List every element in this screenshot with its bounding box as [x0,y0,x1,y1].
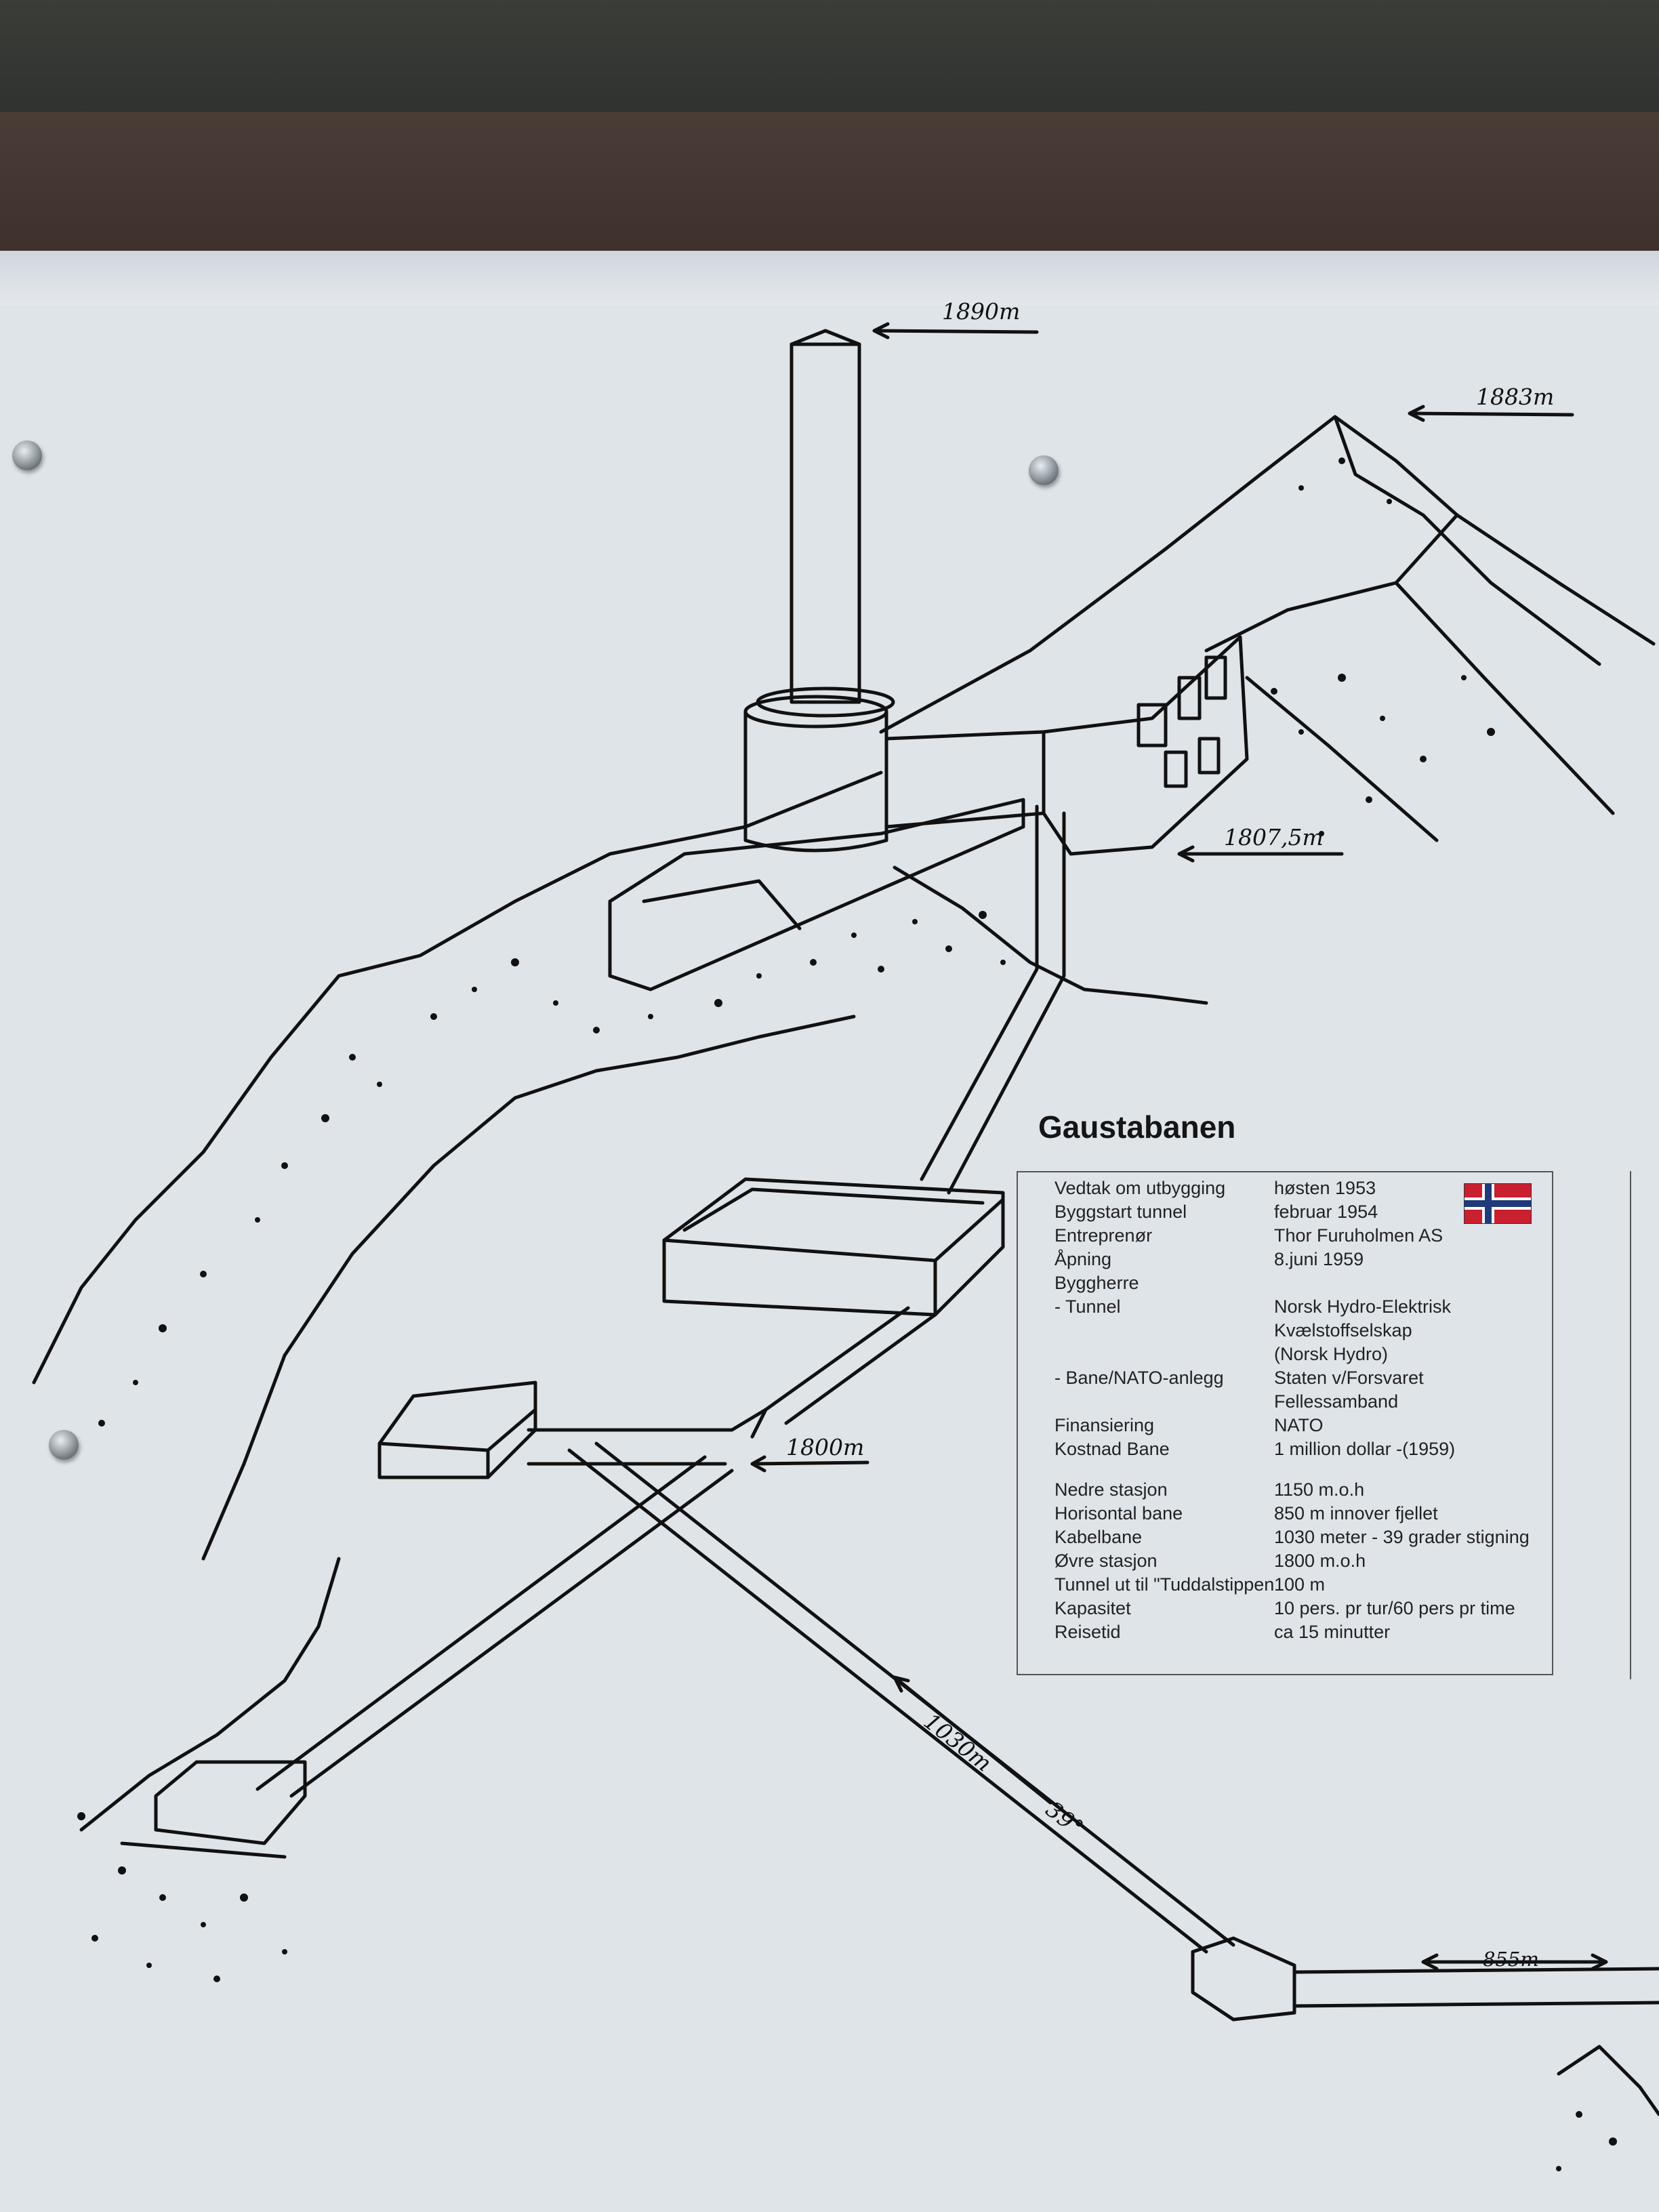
arrow-1890 [872,322,1039,340]
info-table [1017,1171,1553,1675]
sign-title: Gaustabanen [1038,1109,1236,1145]
upper-platform [608,798,1025,991]
info-row-label: Kabelbane [1054,1527,1143,1547]
altitude-label-tower: 1890m [942,298,1021,325]
info-row-label: Kostnad Bane [1054,1439,1170,1459]
info-row-value: februar 1954 [1274,1202,1378,1222]
hillside-inner [201,1015,856,1561]
info-row-label: Horisontal bane [1054,1503,1183,1523]
info-row-value: 100 m [1274,1574,1326,1595]
info-row-label: Kapasitet [1054,1598,1131,1618]
arrow-855 [1421,1953,1608,1971]
info-row-label: Nedre stasjon [1054,1479,1168,1500]
length-label-horizontal: 855m [1483,1948,1539,1971]
lower-station [1191,1936,1296,2022]
info-row-value: 1800 m.o.h [1274,1551,1366,1571]
info-row-value: 1150 m.o.h [1274,1479,1365,1500]
info-row-label: Vedtak om utbygging [1054,1178,1226,1198]
info-row-value: 850 m innover fjellet [1274,1503,1438,1523]
info-row-value: Kvælstoffselskap [1274,1320,1412,1340]
hillside-outline [32,771,883,1385]
lower-left-station [154,1760,307,1845]
mountain-outline [879,415,1656,734]
info-row-value: høsten 1953 [1274,1178,1376,1198]
upper-station [884,635,1249,856]
info-row-label: - Bane/NATO-anlegg [1054,1368,1224,1388]
info-row-label: - Tunnel [1054,1296,1121,1317]
altitude-label-peak: 1883m [1476,384,1555,410]
wall-background [0,0,1659,115]
info-row-label: Åpning [1054,1249,1112,1269]
vertical-shaft [920,804,1066,1195]
info-row-value: Staten v/Forsvaret [1274,1368,1424,1388]
info-row-value: Thor Furuholmen AS [1274,1225,1443,1246]
sign-frame [0,112,1659,258]
arrow-1800 [750,1455,869,1473]
info-row-label: Reisetid [1054,1622,1121,1642]
screw-icon [1029,455,1059,485]
norway-flag-icon [1464,1183,1532,1224]
info-row-value: Norsk Hydro-Elektrisk [1274,1296,1452,1317]
tower-roof [790,329,861,346]
info-row-value: 8.juni 1959 [1274,1249,1364,1269]
info-row-label: Entreprenør [1054,1225,1153,1246]
arrow-1807 [1177,845,1344,863]
middle-chamber [662,1177,1005,1317]
info-row-value: 1030 meter - 39 grader stigning [1274,1527,1530,1547]
adjacent-panel-edge [1630,1171,1631,1679]
rock-stipple [77,457,1617,2171]
info-row-label: Tunnel ut til "Tuddalstippen [1054,1574,1275,1595]
info-row-value: 1 million dollar -(1959) [1274,1439,1456,1459]
screw-icon [12,441,42,470]
sign-board [0,251,1659,2212]
arrow-1883 [1408,405,1574,422]
info-row-label: Øvre stasjon [1054,1551,1158,1571]
altitude-label-upper-building: 1807,5m [1224,824,1324,851]
info-row-label: Byggherre [1054,1273,1139,1293]
altitude-label-junction: 1800m [786,1434,865,1460]
sign-top-edge [0,251,1659,305]
info-row-label: Byggstart tunnel [1054,1202,1187,1222]
info-row-value: (Norsk Hydro) [1274,1344,1389,1364]
tower-column [790,342,861,704]
info-row-value: 10 pers. pr tur/60 pers pr time [1274,1598,1515,1618]
mountain-ridge [1333,415,1601,666]
screw-icon [49,1430,79,1460]
horizontal-tunnel [1292,1967,1659,2008]
info-row-label: Finansiering [1054,1415,1155,1435]
info-row-value: Fellessamband [1274,1391,1399,1412]
info-row-value: ca 15 minutter [1274,1622,1391,1642]
cable-incline [255,1455,734,1798]
tower-base [743,710,888,853]
arrow-1030 [893,1675,1052,1805]
info-row-value: NATO [1274,1415,1324,1435]
